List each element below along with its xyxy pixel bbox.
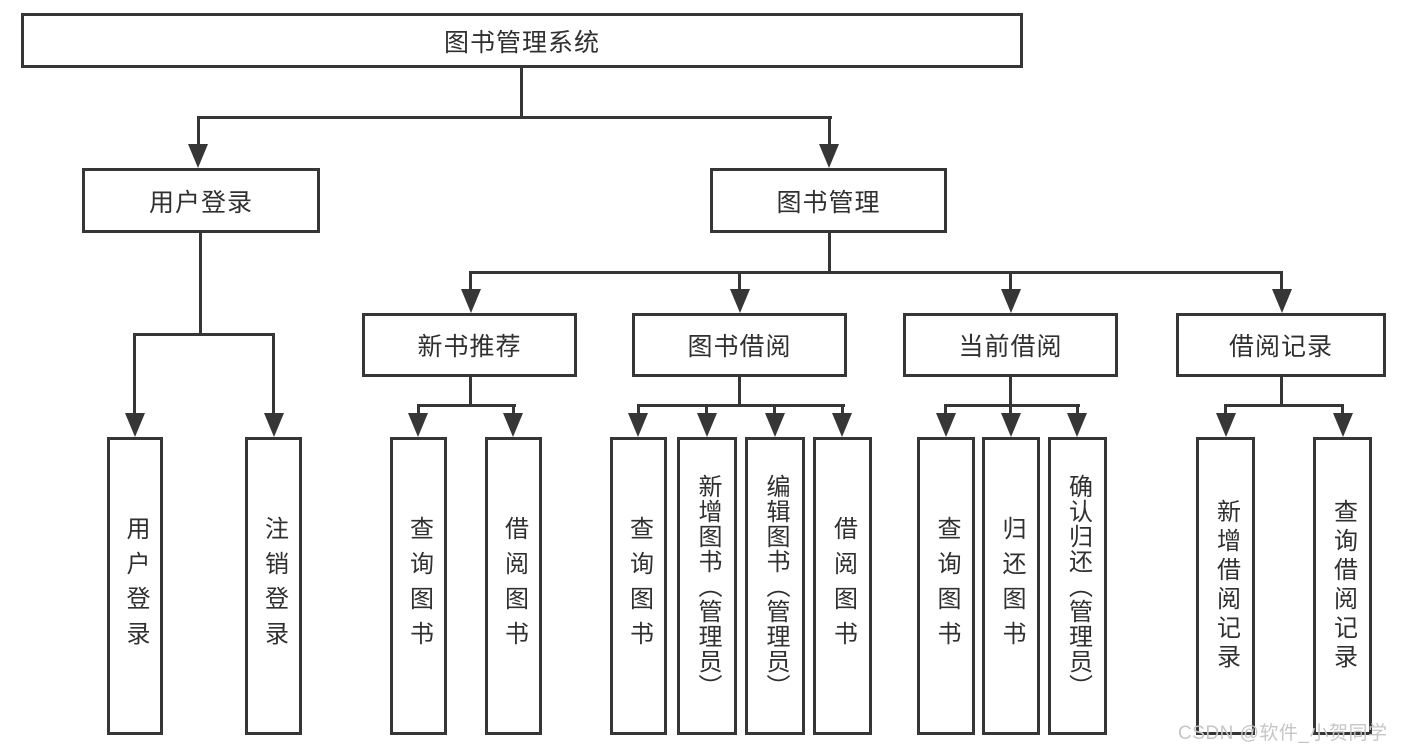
connector-drop-leaf-7 xyxy=(773,404,776,416)
leaf-confirm-return-admin: 确认归还（管理员） xyxy=(1048,437,1107,735)
connector-drop-current-borrow xyxy=(1009,271,1012,291)
connector-borrow-records-stem xyxy=(1280,377,1283,406)
arrow-to-leaf-4 xyxy=(503,413,523,437)
arrow-to-leaf-login xyxy=(125,413,145,437)
connector-root-stem xyxy=(520,68,523,119)
arrow-to-leaf-5 xyxy=(628,413,648,437)
connector-user-login-stem xyxy=(199,233,202,336)
connector-level3-branch xyxy=(469,271,1283,274)
connector-new-books-branch xyxy=(417,404,516,407)
connector-drop-leaf-3 xyxy=(417,404,420,416)
node-new-book-recommend: 新书推荐 xyxy=(362,313,577,377)
connector-new-books-stem xyxy=(469,377,472,406)
arrow-to-leaf-13 xyxy=(1333,413,1353,437)
connector-borrow-records-branch xyxy=(1224,404,1344,407)
leaf-query-books-borrowing: 查询图书 xyxy=(610,437,667,735)
connector-drop-leaf-6 xyxy=(705,404,708,416)
arrow-to-book-borrow xyxy=(730,289,750,313)
arrow-to-leaf-12 xyxy=(1216,413,1236,437)
connector-level2-branch xyxy=(197,116,832,119)
connector-drop-leaf-9 xyxy=(944,404,947,416)
connector-book-borrow-stem xyxy=(738,377,741,406)
node-book-management: 图书管理 xyxy=(710,168,947,233)
leaf-query-books-recommend: 查询图书 xyxy=(390,437,447,735)
arrow-to-borrow-records xyxy=(1272,289,1292,313)
connector-user-login-branch xyxy=(133,333,275,336)
connector-drop-book-management xyxy=(828,116,831,148)
leaf-add-borrow-record: 新增借阅记录 xyxy=(1196,437,1255,735)
connector-drop-book-borrow xyxy=(738,271,741,291)
leaf-edit-books-admin: 编辑图书（管理员） xyxy=(745,437,805,735)
connector-drop-leaf-8 xyxy=(841,404,844,416)
arrow-to-leaf-3 xyxy=(408,413,428,437)
arrow-to-leaf-logout xyxy=(264,413,284,437)
arrow-to-current-borrow xyxy=(1001,289,1021,313)
arrow-to-new-books xyxy=(461,289,481,313)
node-current-borrowing: 当前借阅 xyxy=(903,313,1118,377)
leaf-add-books-admin: 新增图书（管理员） xyxy=(677,437,737,735)
connector-drop-leaf-4 xyxy=(512,404,515,416)
node-user-login: 用户登录 xyxy=(82,168,320,233)
arrow-to-leaf-7 xyxy=(765,413,785,437)
connector-current-borrow-stem xyxy=(1009,377,1012,406)
leaf-return-books: 归还图书 xyxy=(982,437,1040,735)
connector-drop-leaf-5 xyxy=(637,404,640,416)
arrow-to-leaf-6 xyxy=(697,413,717,437)
connector-drop-leaf-11 xyxy=(1076,404,1079,416)
connector-drop-new-books xyxy=(469,271,472,291)
arrow-to-leaf-9 xyxy=(936,413,956,437)
leaf-borrow-books: 借阅图书 xyxy=(813,437,872,735)
arrow-to-leaf-11 xyxy=(1067,413,1087,437)
arrow-to-user-login xyxy=(188,144,208,168)
node-borrowing-records: 借阅记录 xyxy=(1176,313,1386,377)
connector-book-management-stem xyxy=(828,233,831,274)
connector-drop-leaf-login xyxy=(133,333,136,417)
node-library-management-system: 图书管理系统 xyxy=(21,13,1023,68)
leaf-borrow-books-recommend: 借阅图书 xyxy=(485,437,542,735)
leaf-query-books-current: 查询图书 xyxy=(917,437,975,735)
connector-drop-borrow-records xyxy=(1280,271,1283,291)
leaf-user-login: 用户登录 xyxy=(107,437,163,735)
connector-drop-leaf-12 xyxy=(1224,404,1227,416)
leaf-logout: 注销登录 xyxy=(245,437,302,735)
connector-drop-leaf-13 xyxy=(1341,404,1344,416)
arrow-to-book-management xyxy=(819,144,839,168)
arrow-to-leaf-10 xyxy=(1001,413,1021,437)
connector-drop-user-login xyxy=(197,116,200,148)
connector-drop-leaf-10 xyxy=(1009,404,1012,416)
watermark: CSDN @软件_小贺同学 xyxy=(1178,723,1388,744)
arrow-to-leaf-8 xyxy=(832,413,852,437)
connector-book-borrow-branch xyxy=(637,404,845,407)
node-book-borrowing: 图书借阅 xyxy=(632,313,847,377)
connector-current-borrow-branch xyxy=(944,404,1080,407)
connector-drop-leaf-logout xyxy=(272,333,275,417)
leaf-query-borrow-record: 查询借阅记录 xyxy=(1313,437,1372,735)
